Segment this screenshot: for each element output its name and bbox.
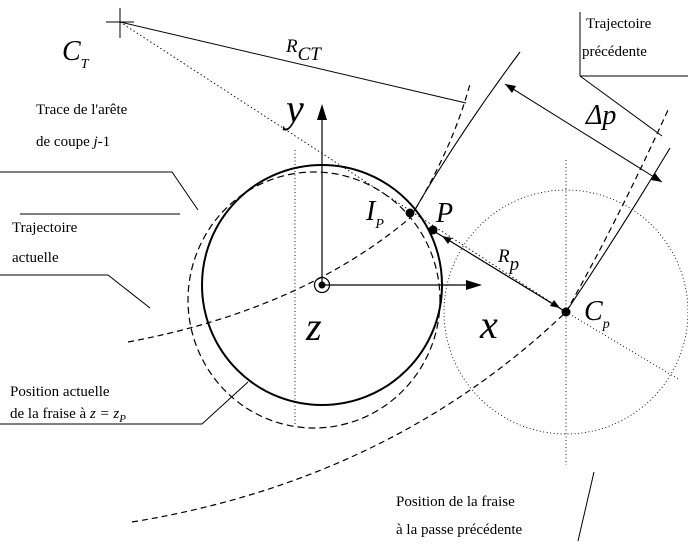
leader-lines (0, 12, 688, 542)
rp-label: Rp (497, 246, 519, 275)
p-label: P (435, 198, 453, 229)
traj-act-label-line2: actuelle (12, 250, 59, 266)
previous-path-lower-curve (131, 311, 567, 523)
pos-act-leader (0, 381, 249, 425)
point-p (428, 225, 438, 235)
point-cp (561, 307, 571, 317)
cp-label: Cp (584, 296, 610, 332)
delta-p-label: Δp (585, 100, 616, 131)
ip-label: IP (365, 196, 384, 232)
pos-prec-label-line2: à la passe précédente (396, 522, 523, 538)
rp-dimension (431, 229, 567, 313)
traj-act-label-line1: Trajectoire (12, 220, 78, 236)
center-z-point (318, 281, 326, 289)
current-trajectory-curve (127, 217, 411, 343)
x-axis-label: x (479, 302, 498, 347)
cutting-edge-trace-circle (187, 171, 441, 429)
y-axis-arrow (317, 104, 327, 285)
previous-trajectory-dashed-arc (409, 83, 471, 219)
trace-leader (0, 171, 199, 211)
ct-to-cp-dotted-line (119, 21, 567, 313)
point-ip (405, 208, 415, 218)
prec-trajectory-dashed-right (565, 109, 669, 313)
z-axis-label: z (305, 304, 322, 349)
traj-prec-leader (579, 75, 663, 137)
pos-act-label-line2: de la fraise à z = zP (10, 406, 126, 425)
ct-label: CT (62, 36, 90, 72)
x-axis-arrow (322, 280, 482, 290)
rct-radius-line (119, 21, 467, 104)
pos-act-label-line1: Position actuelle (10, 384, 110, 400)
delta-p-dimension (504, 83, 663, 183)
pos-prec-label-line1: Position de la fraise (396, 494, 515, 510)
traj-prec-label-line2: précédente (582, 44, 647, 60)
previous-trajectory-curve (409, 51, 521, 219)
center-z-outer-ring (313, 276, 331, 294)
pos-prec-leader (577, 471, 595, 542)
y-axis-label: y (282, 86, 304, 131)
traj-prec-label-line1: Trajectoire (586, 16, 652, 32)
ct-center-marker (106, 8, 134, 38)
trace-label-line1: Trace de l'arête (36, 102, 128, 118)
rct-label: RCT (285, 36, 322, 65)
traj-act-leader (0, 274, 151, 309)
trace-label-line2: de coupe j-1 (36, 134, 110, 150)
previous-pass-cutter-circle (443, 189, 688, 435)
previous-trajectory-curve-lower (565, 147, 671, 313)
